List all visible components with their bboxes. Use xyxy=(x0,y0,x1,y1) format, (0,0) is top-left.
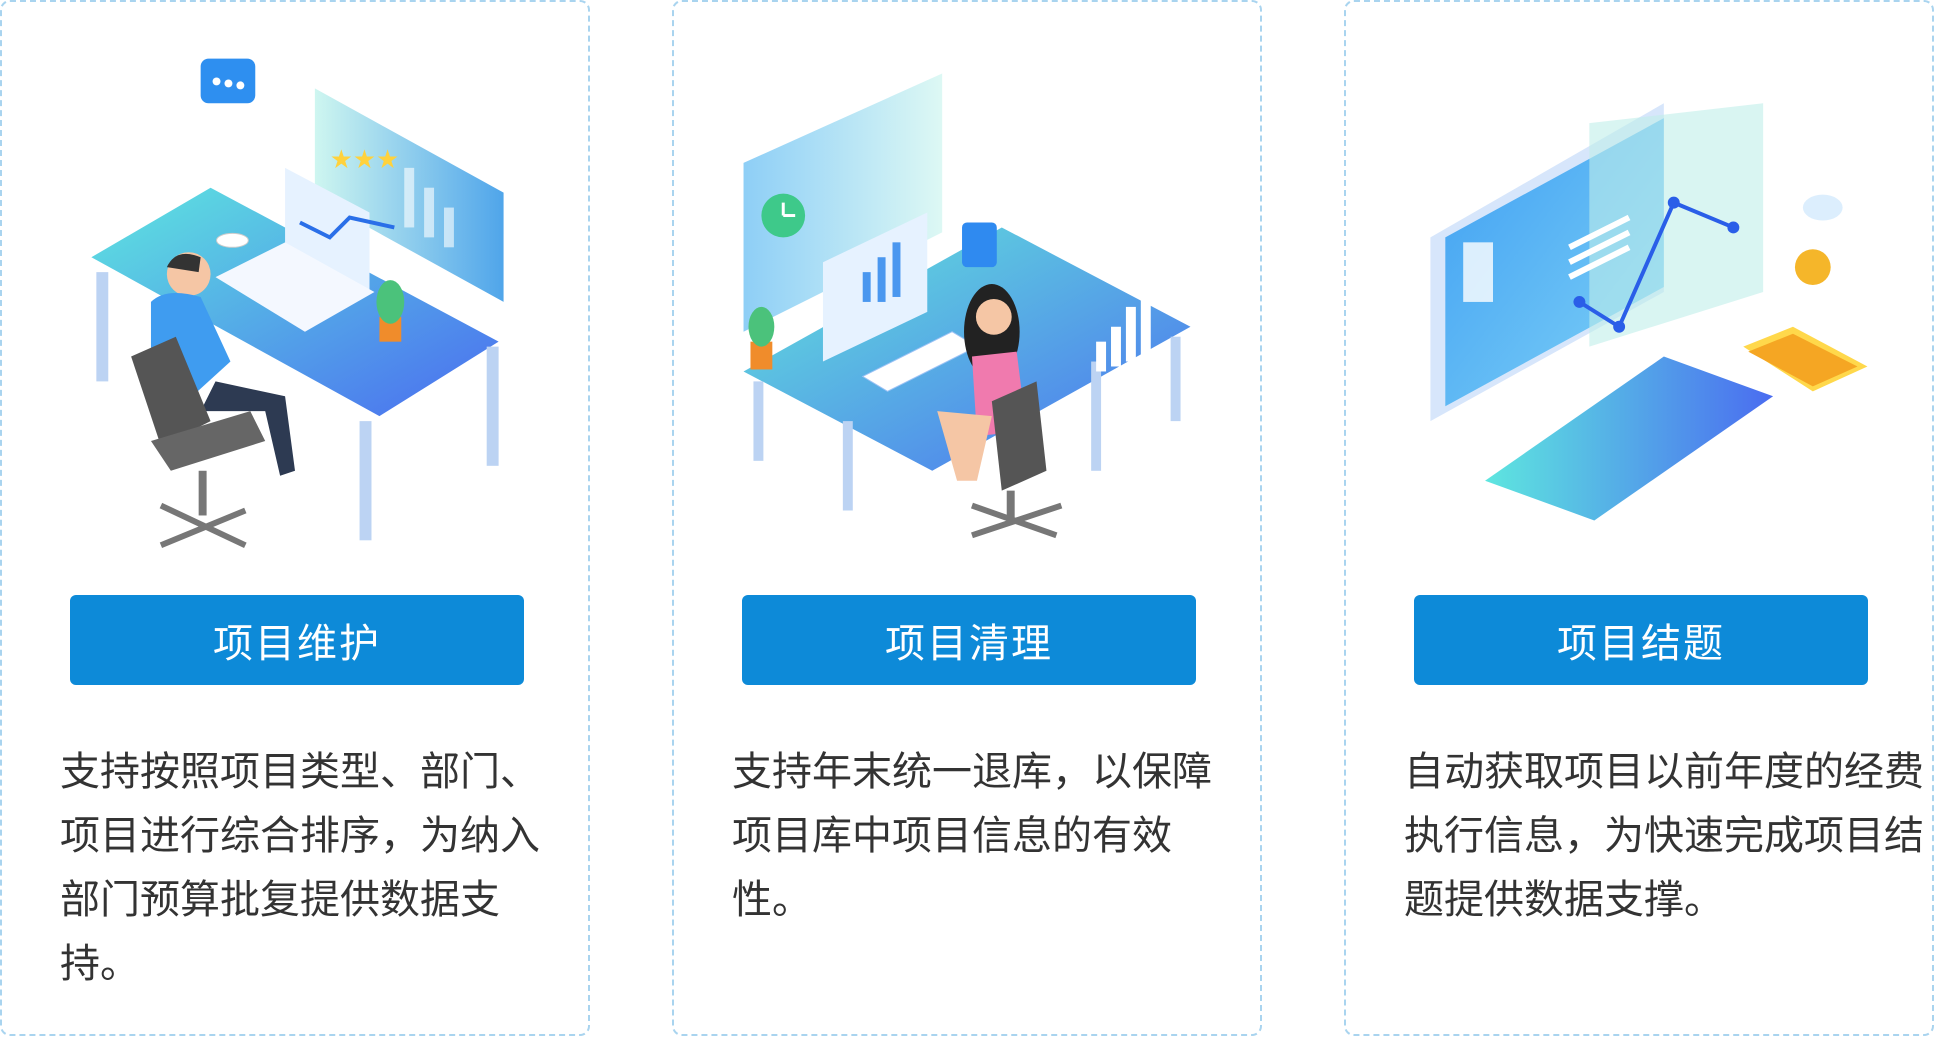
feature-card-cleanup: 项目清理 支持年末统一退库，以保障项目库中项目信息的有效性。 xyxy=(672,0,1262,1036)
feature-card-maintenance: ★★★ 项目维护 支持按照项目类型、部门、项目进行综合排序，为纳入部门预算批复提… xyxy=(0,0,590,1036)
svg-text:★★★: ★★★ xyxy=(330,145,399,175)
feature-card-closure: 项目结题 自动获取项目以前年度的经费执行信息，为快速完成项目结题提供数据支撑。 xyxy=(1344,0,1934,1036)
monitor-keyboard-phone-icon xyxy=(1430,103,1868,521)
card-description: 支持年末统一退库，以保障项目库中项目信息的有效性。 xyxy=(732,749,1212,923)
card-title-button[interactable]: 项目结题 xyxy=(1414,595,1868,685)
card-title-button[interactable]: 项目维护 xyxy=(70,595,524,685)
woman-at-computer-icon xyxy=(743,73,1191,539)
card-description: 支持按照项目类型、部门、项目进行综合排序，为纳入部门预算批复提供数据支持。 xyxy=(60,749,540,987)
card-description: 自动获取项目以前年度的经费执行信息，为快速完成项目结题提供数据支撑。 xyxy=(1404,749,1924,923)
person-at-desk-with-charts-icon: ★★★ xyxy=(91,58,504,549)
card-title-button[interactable]: 项目清理 xyxy=(742,595,1196,685)
